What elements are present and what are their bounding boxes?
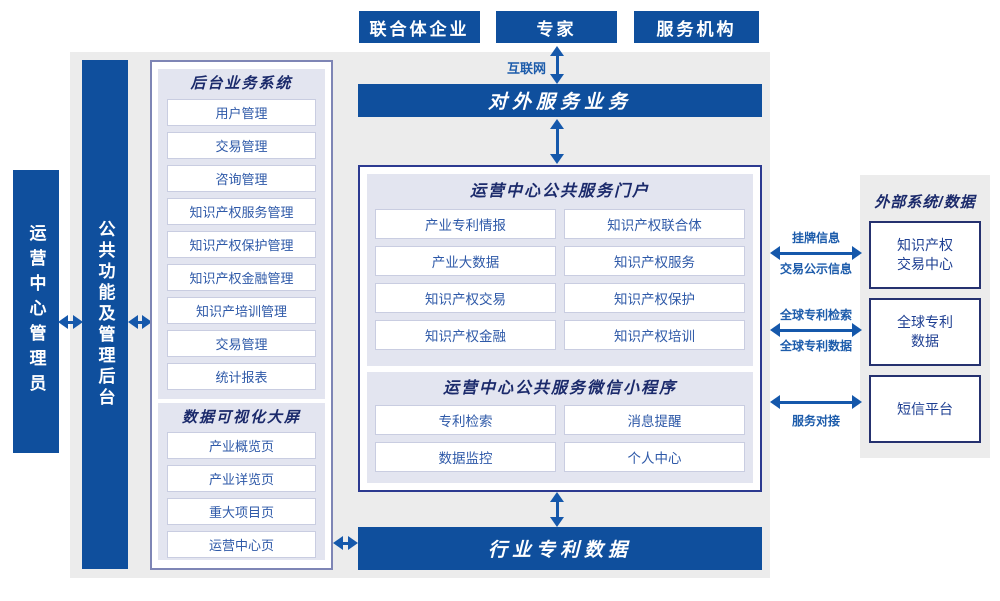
module-cell: 产业概览页 [167,432,316,459]
module-cell: 产业详览页 [167,465,316,492]
backend-system-title: 后台业务系统 [190,75,293,92]
double-arrow-vertical-icon [550,46,564,84]
external-service-bar: 对外服务业务 [358,84,762,117]
double-arrow-horizontal-icon [770,323,862,337]
external-system-box-sms: 短信平台 [869,375,981,443]
miniapp-items: 专利检索 消息提醒 数据监控 个人中心 [367,405,753,472]
external-systems-panel: 外部系统/数据 知识产权交易中心 全球专利数据 短信平台 [860,175,990,458]
module-cell: 知识产权服务管理 [167,198,316,225]
module-cell: 重大项目页 [167,498,316,525]
module-cell: 知识产权保护管理 [167,231,316,258]
bar-label: 对外服务业务 [487,92,632,113]
module-cell: 交易管理 [167,330,316,357]
actor-label: 联合体企业 [369,19,470,39]
double-arrow-vertical-icon [550,492,564,527]
operation-center-admin-bar: 运营中心管理员 [13,170,59,453]
left-modules-box: 后台业务系统 用户管理 交易管理 咨询管理 知识产权服务管理 知识产权保护管理 … [150,60,333,570]
center-services-box: 运营中心公共服务门户 产业专利情报 知识产权联合体 产业大数据 知识产权服务 知… [358,165,762,492]
double-arrow-horizontal-icon [58,315,83,329]
public-function-backend-bar: 公共功能及管理后台 [82,60,128,569]
link-label-service-connection: 服务对接 [791,414,840,428]
service-cell: 知识产权联合体 [564,209,745,239]
service-cell: 知识产权交易 [375,283,556,313]
service-cell: 知识产权金融 [375,320,556,350]
actor-box-experts: 专家 [496,11,617,43]
miniapp-title: 运营中心公共服务微信小程序 [442,380,677,397]
external-system-box-ip-exchange: 知识产权交易中心 [869,221,981,289]
dashboard-panel: 数据可视化大屏 产业概览页 产业详览页 重大项目页 运营中心页 [158,403,325,560]
service-cell: 知识产权服务 [564,246,745,276]
module-cell: 运营中心页 [167,531,316,558]
link-label-global-patent-data: 全球专利数据 [779,339,852,353]
vertical-bar-label: 运营中心管理员 [26,224,46,399]
double-arrow-vertical-icon [550,119,564,164]
double-arrow-horizontal-icon [770,395,862,409]
dashboard-title: 数据可视化大屏 [181,409,301,426]
external-system-label: 全球专利数据 [897,314,953,349]
miniapp-panel: 运营中心公共服务微信小程序 专利检索 消息提醒 数据监控 个人中心 [367,372,753,483]
external-systems-title: 外部系统/数据 [874,194,976,211]
backend-system-items: 用户管理 交易管理 咨询管理 知识产权服务管理 知识产权保护管理 知识产权金融管… [158,99,325,390]
double-arrow-horizontal-icon [333,536,358,550]
double-arrow-horizontal-icon [128,315,152,329]
vertical-bar-label: 公共功能及管理后台 [95,220,115,409]
portal-panel: 运营中心公共服务门户 产业专利情报 知识产权联合体 产业大数据 知识产权服务 知… [367,174,753,366]
link-label-listing-info: 挂牌信息 [791,231,840,245]
service-cell: 个人中心 [564,442,745,472]
module-cell: 用户管理 [167,99,316,126]
dashboard-items: 产业概览页 产业详览页 重大项目页 运营中心页 [158,432,325,558]
service-cell: 知识产权培训 [564,320,745,350]
portal-items: 产业专利情报 知识产权联合体 产业大数据 知识产权服务 知识产权交易 知识产权保… [367,209,753,350]
actor-box-service-orgs: 服务机构 [634,11,759,43]
portal-title: 运营中心公共服务门户 [469,183,650,200]
bar-label: 行业专利数据 [487,540,632,561]
backend-system-panel: 后台业务系统 用户管理 交易管理 咨询管理 知识产权服务管理 知识产权保护管理 … [158,69,325,399]
internet-label: 互联网 [506,61,546,76]
service-cell: 数据监控 [375,442,556,472]
service-cell: 消息提醒 [564,405,745,435]
module-cell: 知识产培训管理 [167,297,316,324]
external-system-box-global-patent: 全球专利数据 [869,298,981,366]
actor-label: 服务机构 [656,19,737,39]
module-cell: 咨询管理 [167,165,316,192]
service-cell: 专利检索 [375,405,556,435]
industry-patent-data-bar: 行业专利数据 [358,527,762,570]
service-cell: 知识产权保护 [564,283,745,313]
link-label-global-patent-search: 全球专利检索 [779,308,852,322]
module-cell: 知识产权金融管理 [167,264,316,291]
module-cell: 交易管理 [167,132,316,159]
double-arrow-horizontal-icon [770,246,862,260]
external-system-label: 知识产权交易中心 [897,237,953,272]
actor-label: 专家 [536,19,577,39]
link-label-transaction-publicity: 交易公示信息 [779,262,852,276]
module-cell: 统计报表 [167,363,316,390]
actor-box-consortium: 联合体企业 [359,11,480,43]
service-cell: 产业专利情报 [375,209,556,239]
service-cell: 产业大数据 [375,246,556,276]
external-system-label: 短信平台 [897,400,953,417]
